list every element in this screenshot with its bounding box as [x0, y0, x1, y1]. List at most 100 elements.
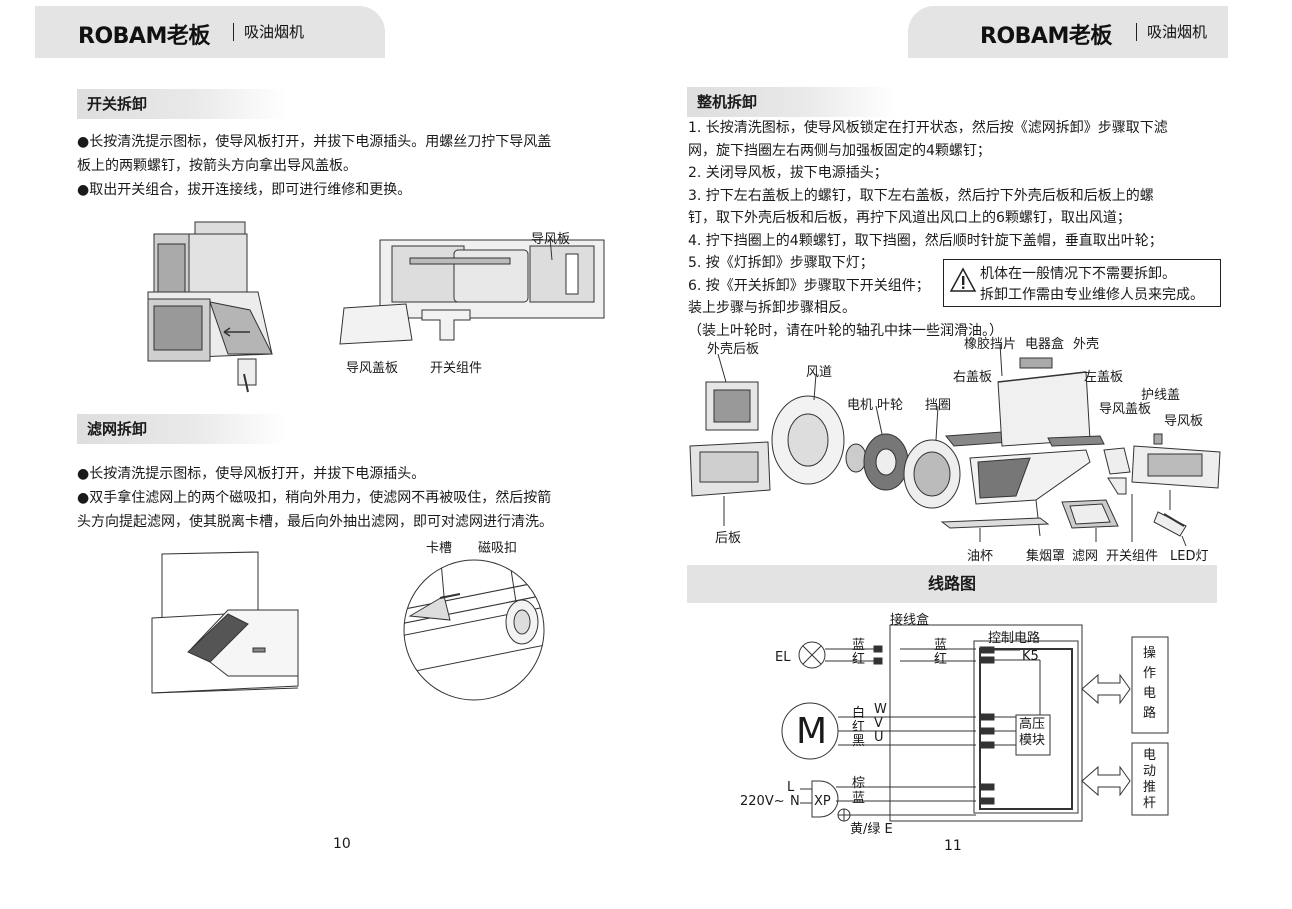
header-left: ROBAM老板 吸油烟机 — [35, 6, 385, 58]
label-deflector: 导风板 — [531, 232, 571, 247]
text-line: ●取出开关组合，拔开连接线，即可进行维修和更换。 — [77, 182, 412, 198]
text-line: 3. 拧下左右盖板上的螺钉，取下左右盖板，然后拧下外壳后板和后板上的螺 — [688, 187, 1154, 204]
label-ops-circuit: 操 作 电 路 — [1143, 644, 1156, 724]
label-left-cover: 左盖板 — [1084, 370, 1124, 385]
label-filter: 滤网 — [1072, 549, 1099, 564]
label-push-rod: 电 动 推 杆 — [1143, 748, 1156, 812]
text-line: 4. 拧下挡圈上的4颗螺钉，取下挡圈，然后顺时针旋下盖帽，垂直取出叶轮； — [688, 232, 1163, 249]
text-line: 钉，取下外壳后板和后板，再拧下风道出风口上的6颗螺钉，取出风道； — [688, 210, 1131, 226]
text-line: 6. 按《开关拆卸》步骤取下开关组件； — [688, 277, 930, 294]
label-junction-box: 接线盒 — [890, 613, 930, 628]
phase-v: V — [874, 716, 883, 731]
label-ground: 黄/绿 E — [850, 822, 893, 837]
warning-icon — [949, 267, 977, 292]
label-hv-module: 高压 模块 — [1019, 717, 1045, 749]
char: 电 — [1143, 686, 1157, 701]
label-shell: 外壳 — [1073, 337, 1100, 352]
label-retainer: 挡圈 — [925, 398, 952, 413]
label-led: LED灯 — [1170, 549, 1209, 564]
warning-box: 机体在一般情况下不需要拆卸。 拆卸工作需由专业维修人员来完成。 — [943, 259, 1221, 307]
text-line: 板上的两颗螺钉，按箭头方向拿出导风盖板。 — [77, 158, 357, 174]
text-line: ●长按清洗提示图标，使导风板打开，并拔下电源插头。用螺丝刀拧下导风盖 — [77, 134, 552, 150]
label-switch-assembly: 开关组件 — [430, 361, 483, 376]
label-air-duct: 风道 — [806, 365, 833, 380]
wire-red-el-in: 红 — [934, 652, 948, 667]
wire-blue-n: 蓝 — [852, 791, 866, 806]
char: 路 — [1143, 706, 1157, 721]
deflector-cover-illustration — [339, 303, 413, 345]
label-magnet-clip: 磁吸扣 — [478, 541, 518, 556]
char: 操 — [1143, 646, 1157, 661]
warning-line: 机体在一般情况下不需要拆卸。 — [980, 266, 1176, 282]
text-line: 网，旋下挡圈左右两侧与加强板固定的4颗螺钉； — [688, 142, 991, 159]
phase-u: U — [874, 730, 884, 745]
label-control-circuit: 控制电路 — [988, 631, 1041, 646]
product-name: 吸油烟机 — [233, 23, 304, 41]
whole-instructions: 1. 长按清洗图标，使导风板锁定在打开状态，然后按《滤网拆卸》步骤取下滤 网，旋… — [688, 117, 1228, 342]
char: 作 — [1143, 666, 1157, 681]
wiring-diagram — [781, 624, 1169, 822]
warning-line: 拆卸工作需由专业维修人员来完成。 — [980, 287, 1204, 303]
label-motor-impeller: 电机 叶轮 — [847, 398, 904, 413]
label-hood: 集烟罩 — [1026, 549, 1066, 564]
text-line: （装上叶轮时，请在叶轮的轴孔中抹一些润滑油。） — [688, 322, 1003, 339]
text-line: 2. 关闭导风板，拔下电源插头； — [688, 165, 888, 181]
header-right: ROBAM老板 吸油烟机 — [908, 6, 1228, 58]
text-line: 装上步骤与拆卸步骤相反。 — [688, 300, 856, 316]
filter-closeup-illustration — [403, 559, 545, 701]
hv-line: 模块 — [1019, 733, 1046, 748]
page-number-right: 11 — [944, 838, 962, 854]
text-line: 头方向提起滤网，使其脱离卡槽，最后向外抽出滤网，即可对滤网进行清洗。 — [77, 514, 553, 530]
char: 动 — [1143, 764, 1157, 779]
label-electric-box: 电器盒 — [1025, 337, 1065, 352]
label-deflector: 导风板 — [1164, 414, 1204, 429]
wire-blue-el-in: 蓝 — [934, 638, 948, 653]
label-slot: 卡槽 — [426, 541, 453, 556]
phase-w: W — [874, 702, 887, 717]
section-title-switch: 开关拆卸 — [77, 89, 287, 119]
label-el: EL — [775, 650, 791, 665]
text-line: 1. 长按清洗图标，使导风板锁定在打开状态，然后按《滤网拆卸》步骤取下滤 — [688, 120, 1168, 136]
brand-logo: ROBAM老板 — [78, 24, 210, 49]
char: 电 — [1143, 748, 1157, 763]
label-deflector-cover: 导风盖板 — [346, 361, 399, 376]
wire-blue-el: 蓝 — [852, 638, 866, 653]
label-wire-guard: 护线盖 — [1141, 388, 1181, 403]
char: 推 — [1143, 780, 1157, 795]
wire-black: 黑 — [852, 734, 866, 749]
hood-front-illustration — [151, 551, 299, 694]
text-line: 5. 按《灯拆卸》步骤取下灯； — [688, 255, 874, 271]
page-number-left: 10 — [333, 836, 351, 852]
label-k5: K5 — [1022, 649, 1039, 664]
switch-instructions: ●长按清洗提示图标，使导风板打开，并拔下电源插头。用螺丝刀拧下导风盖 板上的两颗… — [77, 130, 637, 202]
hood-side-illustration — [147, 221, 273, 393]
wire-white: 白 — [852, 706, 866, 721]
filter-instructions: ●长按清洗提示图标，使导风板打开，并拔下电源插头。 ●双手拿住滤网上的两个磁吸扣… — [77, 462, 637, 534]
product-name: 吸油烟机 — [1136, 23, 1207, 41]
hv-line: 高压 — [1019, 717, 1046, 732]
wire-brown: 棕 — [852, 776, 866, 791]
label-xp: XP — [814, 794, 831, 809]
label-rubber-baffle: 橡胶挡片 — [964, 337, 1017, 352]
text-line: ●长按清洗提示图标，使导风板打开，并拔下电源插头。 — [77, 466, 426, 482]
label-motor: M — [796, 711, 828, 752]
brand-logo: ROBAM老板 — [980, 24, 1112, 49]
section-title-whole: 整机拆卸 — [687, 87, 897, 117]
label-l: L — [787, 780, 795, 795]
label-right-cover: 右盖板 — [953, 370, 993, 385]
deflector-illustration — [379, 237, 605, 319]
exploded-view-illustration — [689, 343, 1221, 547]
label-n: N — [790, 794, 800, 809]
label-switch-assembly: 开关组件 — [1106, 549, 1159, 564]
label-oil-cup: 油杯 — [967, 549, 994, 564]
wire-red-v: 红 — [852, 720, 866, 735]
wiring-title: 线路图 — [687, 565, 1217, 603]
label-back-plate: 后板 — [715, 531, 742, 546]
label-shell-back: 外壳后板 — [707, 342, 760, 357]
char: 杆 — [1143, 796, 1157, 811]
label-voltage: 220V~ — [740, 794, 785, 809]
text-line: ●双手拿住滤网上的两个磁吸扣，稍向外用力，使滤网不再被吸住，然后按箭 — [77, 490, 552, 506]
section-title-filter: 滤网拆卸 — [77, 414, 287, 444]
wire-red-el: 红 — [852, 652, 866, 667]
label-deflector-cover: 导风盖板 — [1099, 402, 1152, 417]
